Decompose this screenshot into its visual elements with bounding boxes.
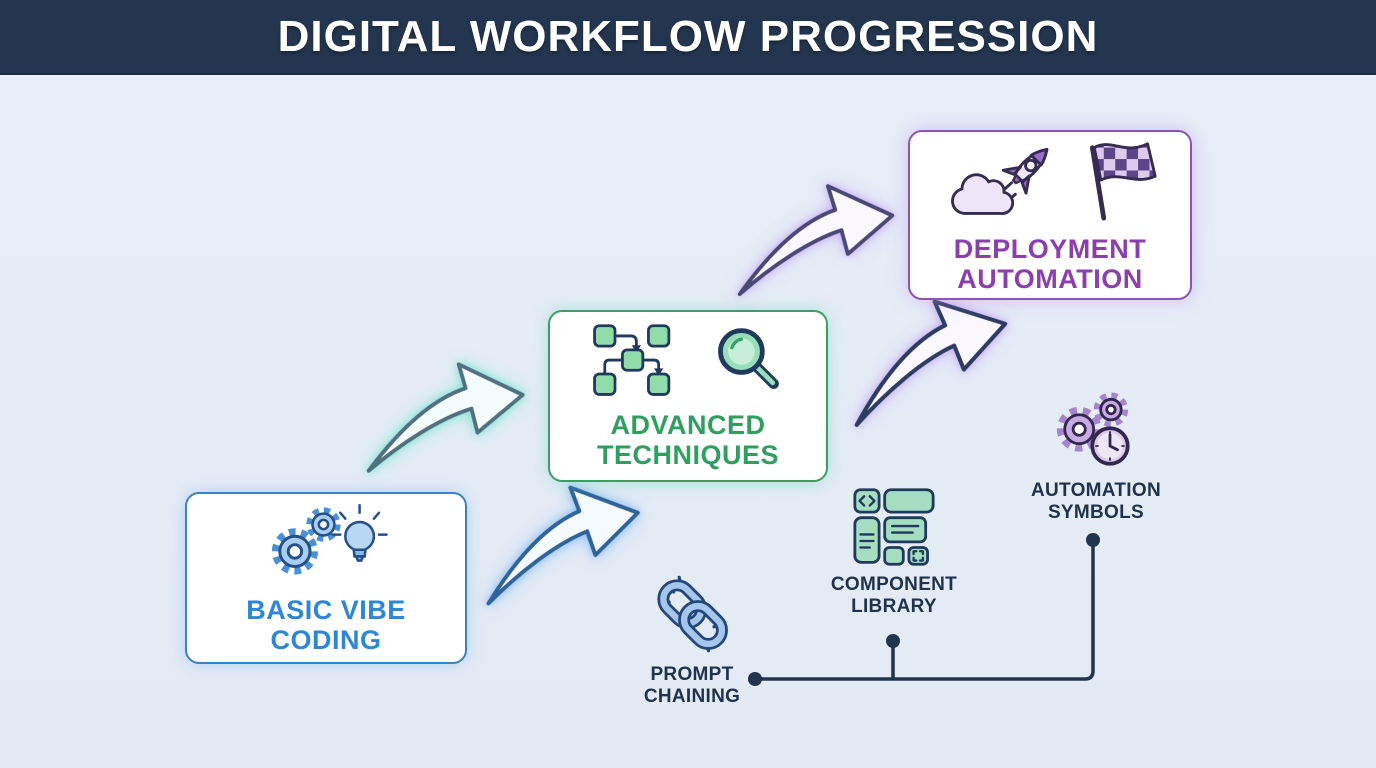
sub-item-automation-symbols: AUTOMATION SYMBOLS bbox=[1010, 390, 1182, 524]
arrow-advanced-to-deployment-lower bbox=[854, 299, 1008, 427]
gear-icon bbox=[1056, 406, 1102, 452]
gear-icon bbox=[306, 507, 341, 542]
stage-label-advanced: ADVANCED TECHNIQUES bbox=[596, 409, 780, 470]
gears-clock-icon bbox=[1056, 392, 1130, 466]
connector-dot-component-library bbox=[886, 634, 900, 648]
stage-label-deployment: DEPLOYMENT AUTOMATION bbox=[953, 233, 1147, 294]
arrow-basic-to-advanced-upper bbox=[366, 362, 525, 473]
checkered-flag-icon bbox=[1089, 142, 1157, 221]
stage-label-basic: BASIC VIBE CODING bbox=[246, 594, 406, 655]
connector-dot-automation-symbols bbox=[1086, 533, 1100, 547]
arrow-basic-to-advanced-lower bbox=[486, 485, 640, 606]
lightbulb-icon bbox=[331, 503, 388, 562]
chain-link-icon bbox=[657, 575, 728, 653]
gear-icon bbox=[1093, 392, 1129, 427]
header-bar: DIGITAL WORKFLOW PROGRESSION bbox=[0, 0, 1376, 75]
sub-item-prompt-chaining: PROMPT CHAINING bbox=[608, 570, 776, 708]
gears-lightbulb-icon bbox=[271, 503, 388, 575]
stage-deployment-automation: DEPLOYMENT AUTOMATION bbox=[908, 130, 1192, 300]
sub-label-prompt-chaining: PROMPT CHAINING bbox=[643, 664, 741, 707]
flowchart-icon bbox=[593, 324, 671, 396]
advanced-icon-row bbox=[589, 322, 787, 400]
page-title: DIGITAL WORKFLOW PROGRESSION bbox=[277, 11, 1099, 61]
clock-icon bbox=[1090, 426, 1130, 466]
sub-label-component-library: COMPONENT LIBRARY bbox=[830, 574, 958, 617]
gear-icon bbox=[271, 528, 319, 575]
sub-label-automation-symbols: AUTOMATION SYMBOLS bbox=[1030, 480, 1161, 523]
basic-icon-row bbox=[247, 501, 405, 585]
rocket-cloud-icon bbox=[951, 147, 1049, 215]
stage-advanced-techniques: ADVANCED TECHNIQUES bbox=[548, 310, 828, 482]
deployment-icon-row bbox=[941, 136, 1159, 224]
sub-item-component-library: COMPONENT LIBRARY bbox=[810, 486, 978, 618]
magnifier-icon bbox=[718, 327, 779, 389]
component-grid-icon bbox=[853, 488, 935, 566]
stage-basic-vibe-coding: BASIC VIBE CODING bbox=[185, 492, 467, 664]
arrow-advanced-to-deployment-upper bbox=[737, 184, 895, 297]
